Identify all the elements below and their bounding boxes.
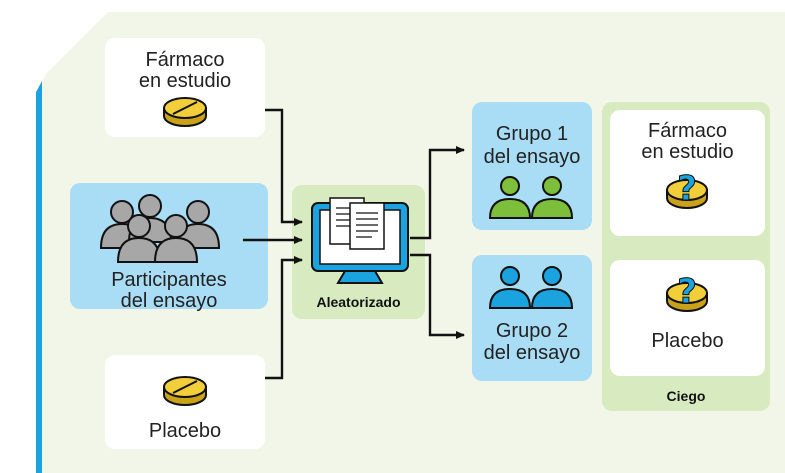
- connector-lines: [243, 108, 465, 380]
- group1-label-1: Grupo 1: [495, 123, 569, 145]
- group1-label-2: del ensayo: [483, 146, 581, 168]
- participants-label-2: del ensayo: [120, 290, 218, 312]
- svg-text:?: ?: [677, 169, 697, 209]
- corner-ribbon: [0, 0, 120, 120]
- placebo-label-right: Placebo: [651, 330, 724, 352]
- arrow-study-drug-to-randomized: [265, 108, 303, 226]
- person-pair-icon: [488, 266, 574, 309]
- pill-icon: [163, 376, 207, 406]
- study-drug-label-left-1: Fármaco: [145, 49, 225, 71]
- group2-box: [472, 255, 592, 381]
- study-drug-label-right-2: en estudio: [641, 141, 734, 163]
- svg-text:?: ?: [677, 272, 697, 312]
- arrow-placebo-to-randomized: [265, 256, 303, 380]
- question-pill-icon: ?: [666, 272, 708, 313]
- placebo-box-right: [610, 260, 765, 376]
- person-pair-icon: [488, 176, 574, 219]
- computer-documents-icon: [311, 197, 409, 284]
- study-drug-label-left-2: en estudio: [138, 70, 232, 92]
- pill-icon: [163, 97, 207, 127]
- placebo-label-left: Placebo: [148, 420, 222, 442]
- randomized-label: Aleatorizado: [316, 294, 401, 310]
- arrow-randomized-to-group2: [410, 253, 465, 339]
- group2-label-2: del ensayo: [483, 342, 581, 364]
- arrow-randomized-to-group1: [410, 146, 465, 240]
- group2-label-1: Grupo 2: [495, 320, 569, 342]
- study-drug-label-right-1: Fármaco: [648, 120, 727, 142]
- question-pill-icon: ?: [666, 169, 708, 210]
- study-drug-box-right: [610, 110, 765, 236]
- blind-label: Ciego: [666, 388, 706, 404]
- participants-label-1: Participantes: [111, 269, 227, 291]
- accent-bar: [36, 12, 42, 473]
- people-group-icon: [99, 194, 221, 263]
